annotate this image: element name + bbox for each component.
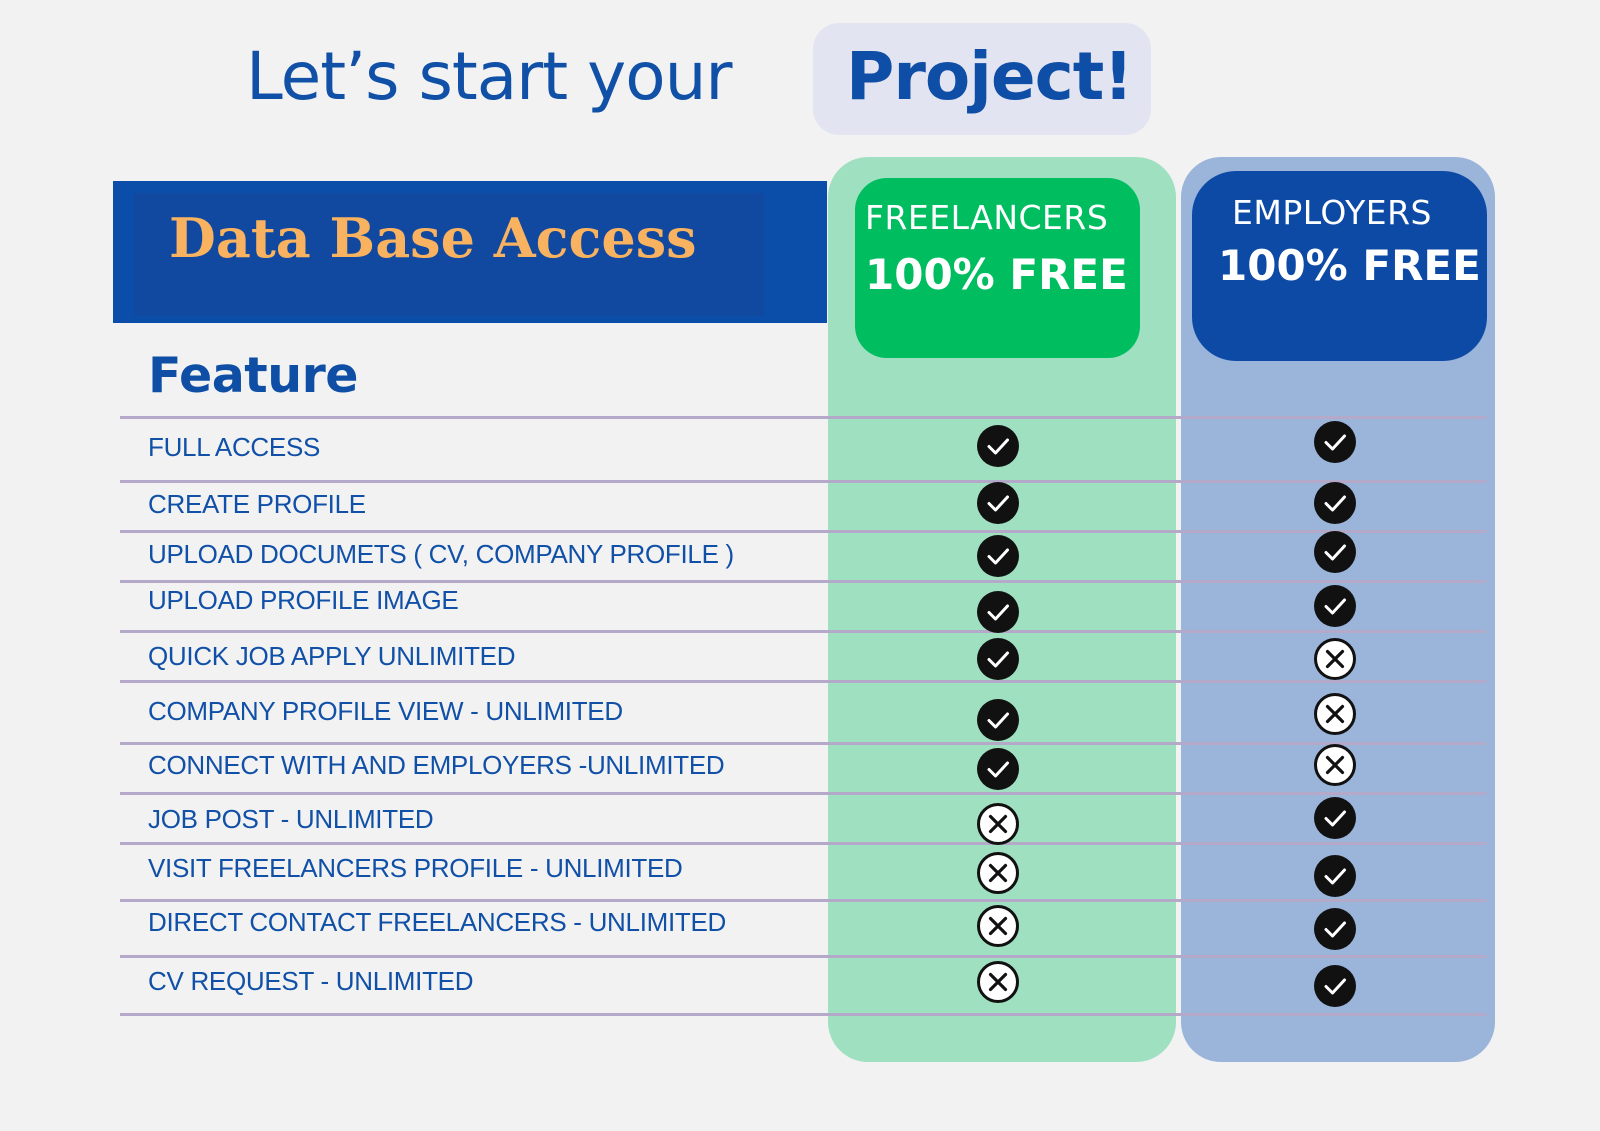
employers-check-icon	[1314, 855, 1356, 897]
feature-label: CV REQUEST - UNLIMITED	[148, 966, 474, 996]
employers-cross-icon	[1314, 638, 1356, 680]
feature-heading: Feature	[148, 347, 359, 404]
employers-check-icon	[1314, 531, 1356, 573]
feature-label: UPLOAD DOCUMETS ( CV, COMPANY PROFILE )	[148, 539, 734, 569]
feature-label: CREATE PROFILE	[148, 489, 366, 519]
employers-plan-name: EMPLOYERS	[1232, 193, 1432, 232]
feature-label: UPLOAD PROFILE IMAGE	[148, 585, 459, 615]
employers-check-icon	[1314, 965, 1356, 1007]
feature-label: JOB POST - UNLIMITED	[148, 804, 434, 834]
row-divider	[120, 416, 1486, 419]
row-divider	[120, 480, 1486, 483]
feature-label: VISIT FREELANCERS PROFILE - UNLIMITED	[148, 853, 683, 883]
row-divider	[120, 580, 1486, 583]
feature-label: FULL ACCESS	[148, 432, 321, 462]
row-divider	[120, 899, 1486, 902]
row-divider	[120, 792, 1486, 795]
freelancers-check-icon	[977, 638, 1019, 680]
freelancers-check-icon	[977, 699, 1019, 741]
row-divider	[120, 842, 1486, 845]
row-divider	[120, 630, 1486, 633]
row-divider	[120, 530, 1486, 533]
freelancers-plan-card: FREELANCERS 100% FREE	[855, 178, 1140, 358]
freelancers-cross-icon	[977, 852, 1019, 894]
employers-plan-card: EMPLOYERS 100% FREE	[1192, 171, 1487, 361]
freelancers-cross-icon	[977, 803, 1019, 845]
feature-label: COMPANY PROFILE VIEW - UNLIMITED	[148, 696, 623, 726]
page-title-highlight: Project!	[846, 38, 1133, 115]
freelancers-cross-icon	[977, 905, 1019, 947]
row-divider	[120, 742, 1486, 745]
freelancers-check-icon	[977, 482, 1019, 524]
freelancers-check-icon	[977, 425, 1019, 467]
employers-cross-icon	[1314, 744, 1356, 786]
freelancers-check-icon	[977, 591, 1019, 633]
employers-check-icon	[1314, 482, 1356, 524]
freelancers-plan-name: FREELANCERS	[865, 198, 1109, 237]
title-highlight-pill	[813, 23, 1151, 135]
feature-label: DIRECT CONTACT FREELANCERS - UNLIMITED	[148, 907, 726, 937]
employers-cross-icon	[1314, 693, 1356, 735]
row-divider	[120, 1013, 1486, 1016]
feature-label: QUICK JOB APPLY UNLIMITED	[148, 641, 516, 671]
employers-check-icon	[1314, 421, 1356, 463]
feature-label: CONNECT WITH AND EMPLOYERS -UNLIMITED	[148, 750, 725, 780]
banner-title: Data Base Access	[169, 206, 697, 270]
banner-inner	[134, 193, 764, 316]
freelancers-cross-icon	[977, 961, 1019, 1003]
row-divider	[120, 955, 1486, 958]
employers-check-icon	[1314, 585, 1356, 627]
row-divider	[120, 680, 1486, 683]
employers-check-icon	[1314, 797, 1356, 839]
employers-plan-price: 100% FREE	[1218, 241, 1481, 290]
page-title-prefix: Let’s start your	[246, 38, 733, 115]
freelancers-check-icon	[977, 535, 1019, 577]
freelancers-plan-price: 100% FREE	[865, 250, 1128, 299]
freelancers-check-icon	[977, 748, 1019, 790]
employers-check-icon	[1314, 908, 1356, 950]
